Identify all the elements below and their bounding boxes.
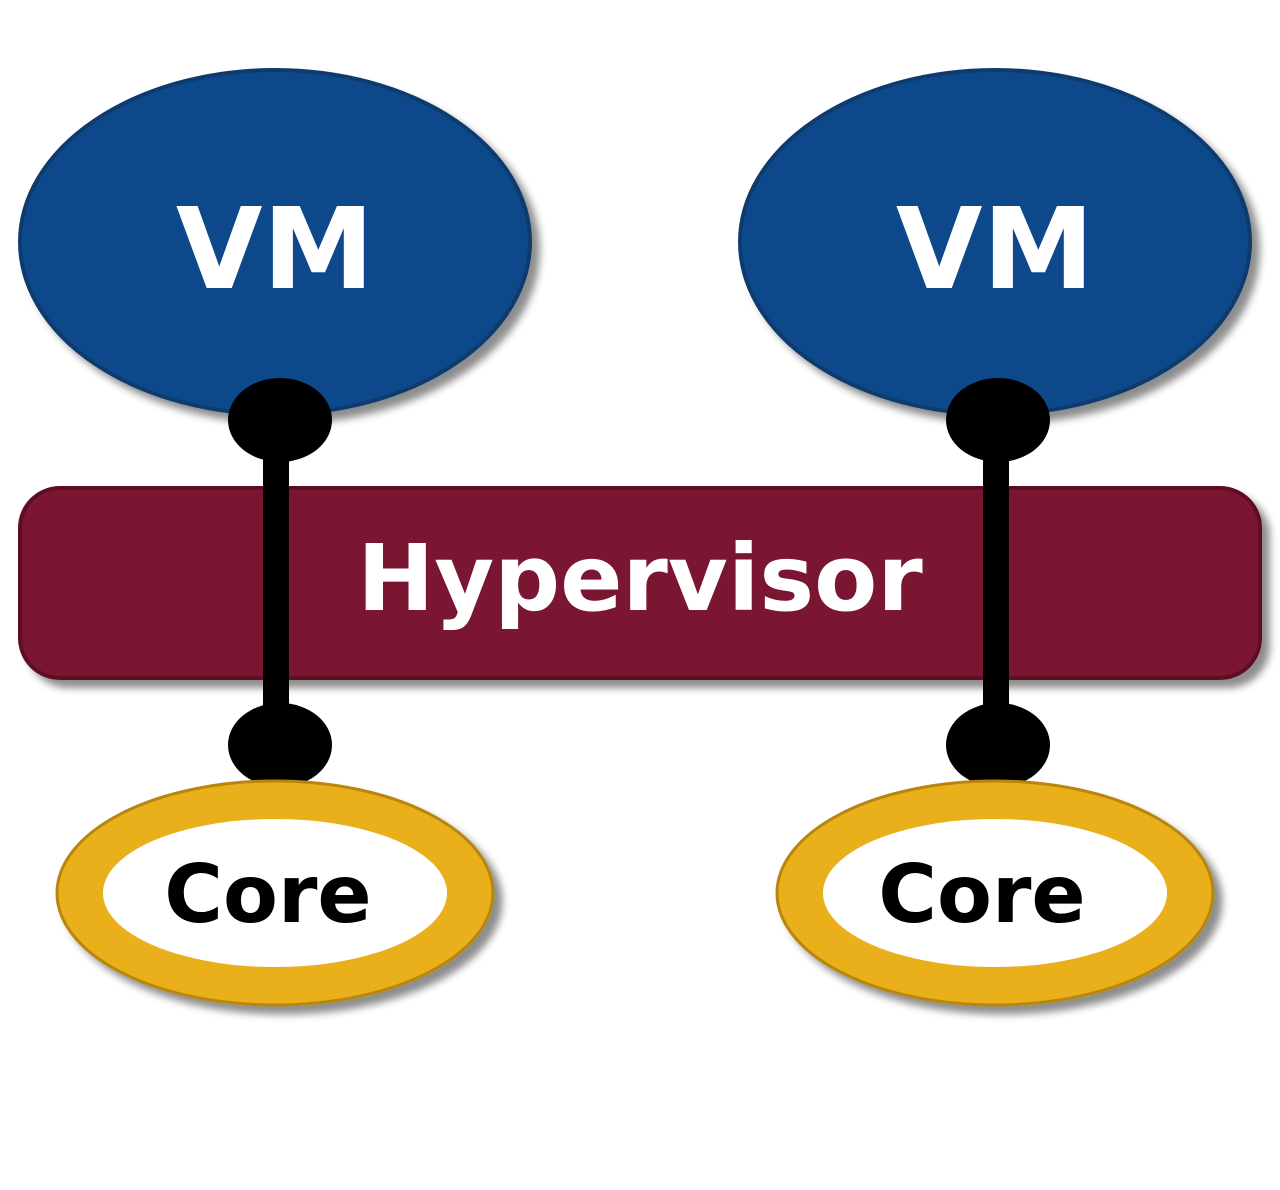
connector-left <box>228 378 332 787</box>
connector-bottom-node-left <box>228 703 332 787</box>
core-label-right: Core <box>878 848 1085 941</box>
core-label-left: Core <box>164 848 371 941</box>
hypervisor-bar <box>18 486 1262 680</box>
connector-right <box>946 378 1050 787</box>
vm-label-left: VM <box>176 185 374 315</box>
connector-top-node-left <box>228 378 332 462</box>
vm-label-right: VM <box>896 185 1094 315</box>
connector-bottom-node-right <box>946 703 1050 787</box>
hypervisor-label: Hypervisor <box>357 525 923 632</box>
connector-top-node-right <box>946 378 1050 462</box>
core-ring-left <box>55 779 495 1007</box>
core-ring-right <box>775 779 1215 1007</box>
